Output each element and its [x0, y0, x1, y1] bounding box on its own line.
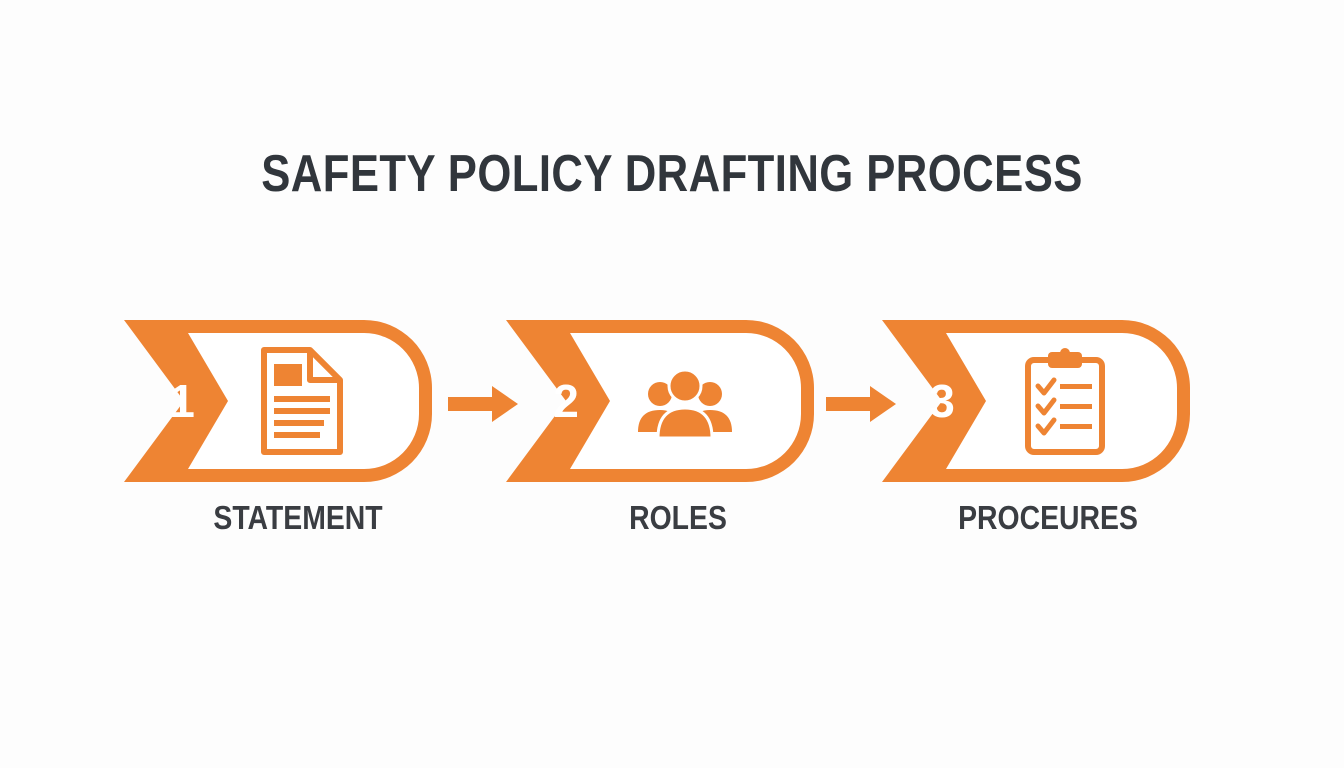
step-2-card: 2	[506, 320, 814, 482]
step-1-label: STATEMENT	[213, 499, 383, 536]
clipboard-checklist-icon	[1010, 346, 1120, 456]
step-3-card: 3	[882, 320, 1190, 482]
people-group-icon	[630, 346, 740, 456]
step-3-chevron-frame	[882, 320, 1190, 482]
step-1-number: 1	[169, 375, 195, 427]
arrow-right-icon	[448, 384, 520, 424]
step-2-label: ROLES	[629, 499, 727, 536]
step-3-label: PROCEURES	[958, 499, 1138, 536]
arrow-right-icon	[826, 384, 898, 424]
step-3-number: 3	[929, 375, 955, 427]
step-2-number: 2	[553, 375, 579, 427]
document-icon	[246, 346, 356, 456]
page-title: SAFETY POLICY DRAFTING PROCESS	[261, 145, 1083, 203]
step-1-card: 1	[124, 320, 432, 482]
